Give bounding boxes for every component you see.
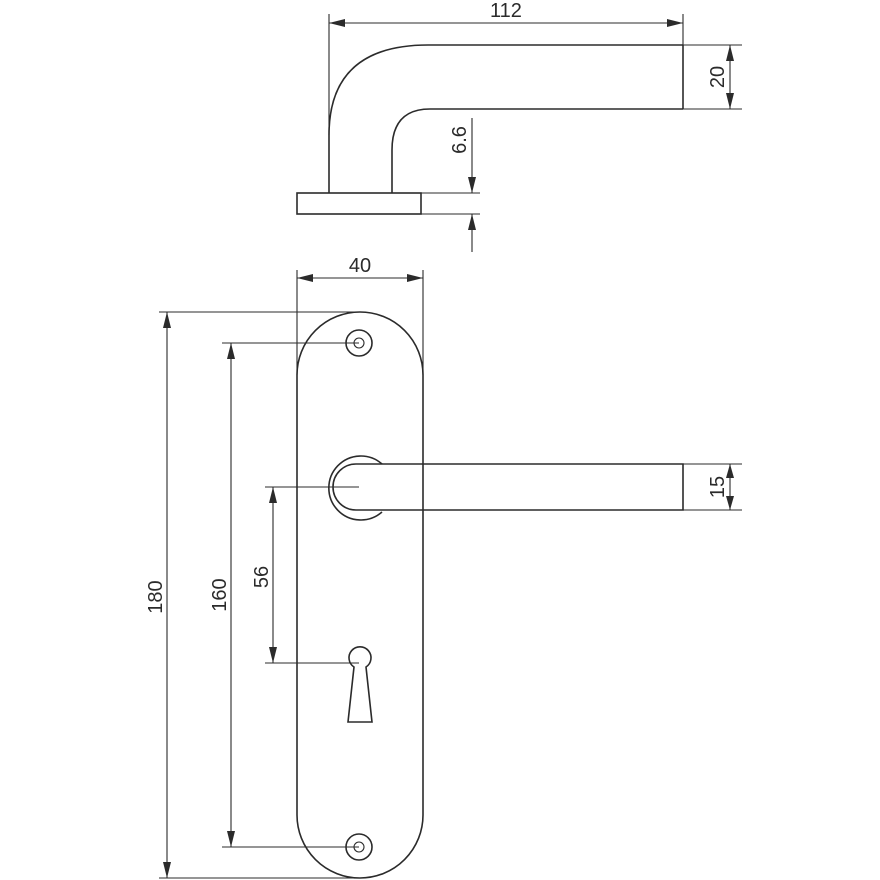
lever-front-view — [328, 455, 684, 521]
dimension-label-20: 20 — [707, 66, 729, 88]
dimension-label-180: 180 — [145, 580, 167, 613]
backplate-outline — [296, 311, 424, 879]
dimension-label-15: 15 — [707, 476, 729, 498]
dimension-plate-width: 40 — [296, 255, 424, 375]
dimension-label-6-6: 6.6 — [449, 126, 471, 154]
dimension-handle-length: 112 — [328, 0, 684, 135]
dimension-label-160: 160 — [209, 578, 231, 611]
backplate-front-view — [296, 311, 684, 879]
dimension-label-40: 40 — [349, 255, 371, 277]
dimension-label-56: 56 — [251, 566, 273, 588]
lever-arm — [332, 463, 684, 511]
lever-inner-profile — [391, 108, 683, 193]
dimension-lever-keyhole-centres: 56 — [251, 486, 359, 664]
dimension-label-112: 112 — [490, 0, 522, 22]
keyhole-icon — [347, 646, 373, 723]
dimension-rose-offset: 6.6 — [421, 118, 480, 252]
dimension-handle-height: 20 — [683, 44, 742, 110]
dimension-plate-height: 180 — [145, 311, 359, 879]
dimension-lever-thickness: 15 — [683, 463, 742, 511]
lever-rose — [328, 455, 383, 521]
rose-base — [296, 192, 422, 215]
lever-outer-profile — [328, 44, 683, 193]
handle-side-profile — [296, 44, 684, 215]
dimension-fixing-centres: 160 — [209, 342, 359, 848]
